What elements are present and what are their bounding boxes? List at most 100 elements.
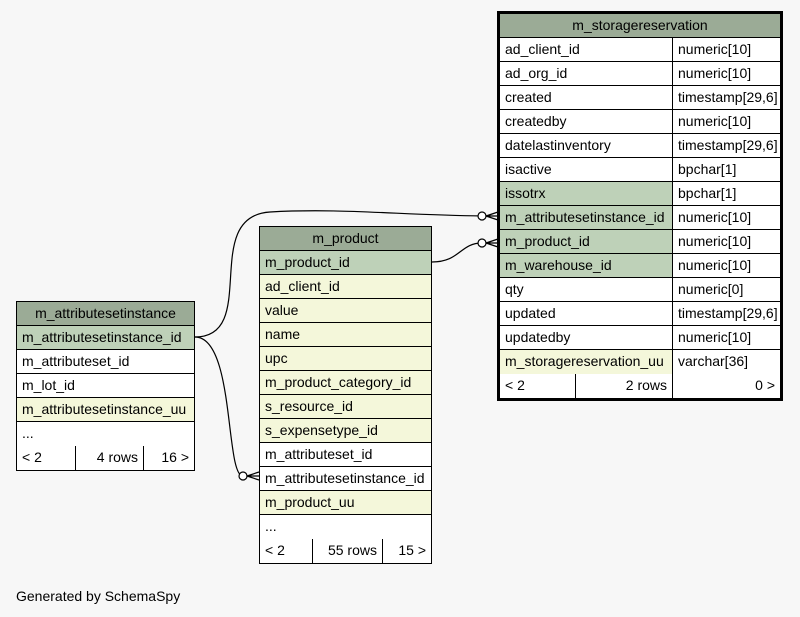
crowfoot-mark	[485, 238, 499, 248]
table-row[interactable]: createdby numeric[10]	[500, 110, 780, 134]
table-name: m_product	[312, 230, 379, 246]
column-name: ad_client_id	[265, 278, 340, 294]
table-row[interactable]: upc	[260, 347, 431, 371]
column-type: numeric[0]	[672, 278, 780, 301]
column-name: s_expensetype_id	[265, 422, 378, 438]
table-row[interactable]: value	[260, 299, 431, 323]
parents-link[interactable]: < 2	[505, 377, 525, 393]
column-name: s_resource_id	[265, 398, 353, 414]
relation-attributesetinstance-product	[194, 336, 244, 477]
table-row[interactable]: m_attributesetinstance_id	[17, 326, 194, 350]
column-type: numeric[10]	[672, 110, 780, 133]
column-name: ad_client_id	[505, 41, 580, 57]
table-row[interactable]: m_attributeset_id	[17, 350, 194, 374]
cardinality-circle	[477, 238, 487, 248]
table-row[interactable]: updatedby numeric[10]	[500, 326, 780, 350]
table-nav: < 2 55 rows 15 >	[260, 539, 431, 563]
column-name: m_attributesetinstance_id	[505, 209, 665, 225]
column-type: numeric[10]	[672, 326, 780, 349]
column-name: m_attributesetinstance_id	[265, 470, 425, 486]
table-row[interactable]: s_resource_id	[260, 395, 431, 419]
table-name: m_storagereservation	[572, 17, 708, 33]
table-row[interactable]: m_warehouse_id numeric[10]	[500, 254, 780, 278]
column-type: numeric[10]	[672, 206, 780, 229]
column-name: createdby	[505, 113, 567, 129]
column-name: m_attributesetinstance_uu	[22, 401, 187, 417]
table-row[interactable]: ad_client_id numeric[10]	[500, 38, 780, 62]
table-row[interactable]: m_attributeset_id	[260, 443, 431, 467]
relation-product-storagereservation	[431, 242, 483, 263]
cardinality-circle	[477, 211, 487, 221]
table-title: m_attributesetinstance	[17, 302, 194, 326]
column-name: m_product_id	[265, 254, 350, 270]
table-row[interactable]: qty numeric[0]	[500, 278, 780, 302]
column-name: ad_org_id	[505, 65, 568, 81]
relation-attributesetinstance-storagereservation	[194, 210, 483, 338]
row-count: 55 rows	[312, 539, 382, 563]
table-row[interactable]: ...	[17, 422, 194, 446]
table-row[interactable]: m_product_id	[260, 251, 431, 275]
column-name: updatedby	[505, 329, 571, 345]
column-name: m_product_uu	[265, 494, 355, 510]
table-row[interactable]: name	[260, 323, 431, 347]
table-m-attributesetinstance[interactable]: m_attributesetinstance m_attributesetins…	[16, 301, 195, 471]
column-name: isactive	[505, 161, 552, 177]
table-nav: < 2 4 rows 16 >	[17, 446, 194, 470]
parents-link[interactable]: < 2	[22, 449, 42, 465]
table-row[interactable]: m_attributesetinstance_id	[260, 467, 431, 491]
column-type: timestamp[29,6]	[672, 86, 780, 109]
column-name: ...	[265, 518, 277, 534]
column-name: m_product_id	[505, 233, 590, 249]
table-row[interactable]: m_product_uu	[260, 491, 431, 515]
column-name: m_lot_id	[22, 377, 75, 393]
table-title: m_product	[260, 227, 431, 251]
table-row[interactable]: created timestamp[29,6]	[500, 86, 780, 110]
table-row[interactable]: m_lot_id	[17, 374, 194, 398]
table-nav: < 2 2 rows 0 >	[500, 374, 780, 398]
table-row[interactable]: m_product_category_id	[260, 371, 431, 395]
table-row[interactable]: m_attributesetinstance_uu	[17, 398, 194, 422]
column-type: numeric[10]	[672, 254, 780, 277]
column-name: datelastinventory	[505, 137, 611, 153]
column-name: ...	[22, 425, 34, 441]
children-link[interactable]: 15 >	[382, 539, 431, 563]
column-name: upc	[265, 350, 288, 366]
table-row[interactable]: m_storagereservation_uu varchar[36]	[500, 350, 780, 374]
table-row[interactable]: m_attributesetinstance_id numeric[10]	[500, 206, 780, 230]
column-type: timestamp[29,6]	[672, 302, 780, 325]
row-count: 4 rows	[75, 446, 143, 470]
column-name: m_attributeset_id	[265, 446, 373, 462]
table-row[interactable]: isactive bpchar[1]	[500, 158, 780, 182]
table-name: m_attributesetinstance	[35, 305, 176, 321]
column-type: timestamp[29,6]	[672, 134, 780, 157]
table-title: m_storagereservation	[500, 14, 780, 38]
parents-link[interactable]: < 2	[265, 542, 285, 558]
column-name: m_storagereservation_uu	[505, 353, 664, 369]
column-name: m_attributesetinstance_id	[22, 329, 182, 345]
row-count: 2 rows	[575, 374, 672, 398]
cardinality-circle	[238, 471, 248, 481]
crowfoot-mark	[246, 471, 260, 481]
table-row[interactable]: s_expensetype_id	[260, 419, 431, 443]
column-type: bpchar[1]	[672, 158, 780, 181]
children-link[interactable]: 16 >	[143, 446, 194, 470]
table-row[interactable]: ad_client_id	[260, 275, 431, 299]
column-name: qty	[505, 281, 524, 297]
column-type: numeric[10]	[672, 38, 780, 61]
column-name: m_product_category_id	[265, 374, 412, 390]
table-row[interactable]: datelastinventory timestamp[29,6]	[500, 134, 780, 158]
children-link[interactable]: 0 >	[672, 374, 780, 398]
column-type: bpchar[1]	[672, 182, 780, 205]
column-name: m_warehouse_id	[505, 257, 612, 273]
column-name: value	[265, 302, 299, 318]
column-type: varchar[36]	[672, 350, 780, 374]
column-name: created	[505, 89, 552, 105]
table-row[interactable]: ...	[260, 515, 431, 539]
